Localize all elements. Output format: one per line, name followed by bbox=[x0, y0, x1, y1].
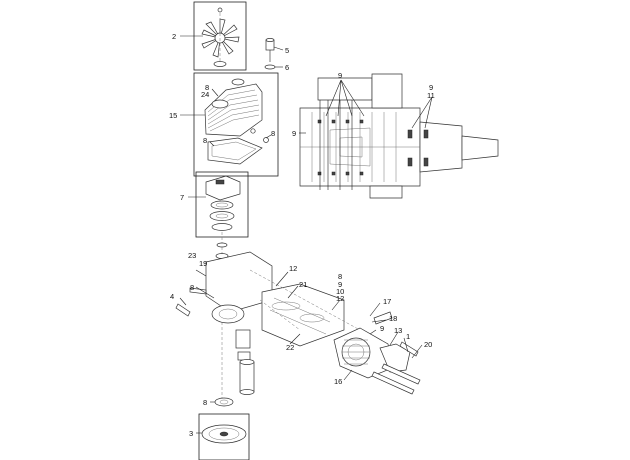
callout-21: 21 bbox=[299, 280, 307, 289]
callout-15: 15 bbox=[169, 111, 177, 120]
callout-7: 7 bbox=[180, 193, 184, 202]
callout-9: 9 bbox=[292, 129, 296, 138]
leader-lines bbox=[179, 35, 433, 434]
cooling-fan bbox=[201, 7, 240, 67]
callout-9: 9 bbox=[338, 280, 342, 289]
cooling-fin-group-box bbox=[193, 72, 279, 177]
callout-6: 6 bbox=[285, 63, 289, 72]
hydraulic-block-assembly bbox=[249, 269, 361, 347]
cross-section-view bbox=[299, 73, 499, 199]
motor-body bbox=[333, 327, 411, 379]
callout-19: 19 bbox=[199, 259, 207, 268]
callout-18: 18 bbox=[389, 314, 397, 323]
callout-24: 24 bbox=[201, 90, 209, 99]
callout-5: 5 bbox=[285, 46, 289, 55]
callout-labels: 2 5 6 8 24 15 8 8 7 9 9 9 11 23 19 8 4 1… bbox=[169, 32, 435, 438]
callout-12: 12 bbox=[289, 264, 297, 273]
vent-plug bbox=[264, 38, 276, 70]
callout-8: 8 bbox=[203, 398, 207, 407]
callout-22: 22 bbox=[286, 343, 294, 352]
callout-10: 10 bbox=[336, 287, 344, 296]
callout-2: 2 bbox=[172, 32, 176, 41]
callout-8: 8 bbox=[338, 272, 342, 281]
callout-8: 8 bbox=[190, 283, 194, 292]
pulley bbox=[201, 397, 247, 444]
center-shaft-assembly bbox=[205, 232, 273, 400]
callout-23: 23 bbox=[188, 251, 196, 260]
callout-11: 11 bbox=[427, 91, 435, 100]
callout-20: 20 bbox=[424, 340, 432, 349]
finned-housing bbox=[204, 78, 269, 165]
callout-8: 8 bbox=[205, 83, 209, 92]
callout-8: 8 bbox=[271, 129, 275, 138]
callout-12: 12 bbox=[336, 294, 344, 303]
callout-3: 3 bbox=[189, 429, 193, 438]
callout-1: 1 bbox=[406, 332, 410, 341]
callout-8: 8 bbox=[203, 136, 207, 145]
pulley-group-box bbox=[198, 413, 250, 460]
callout-17: 17 bbox=[383, 297, 391, 306]
callout-9: 9 bbox=[380, 324, 384, 333]
callout-9: 9 bbox=[338, 71, 342, 80]
callout-13: 13 bbox=[394, 326, 402, 335]
callout-4: 4 bbox=[170, 292, 174, 301]
callout-9: 9 bbox=[429, 83, 433, 92]
callout-16: 16 bbox=[334, 377, 342, 386]
bearing-stack bbox=[205, 175, 241, 231]
